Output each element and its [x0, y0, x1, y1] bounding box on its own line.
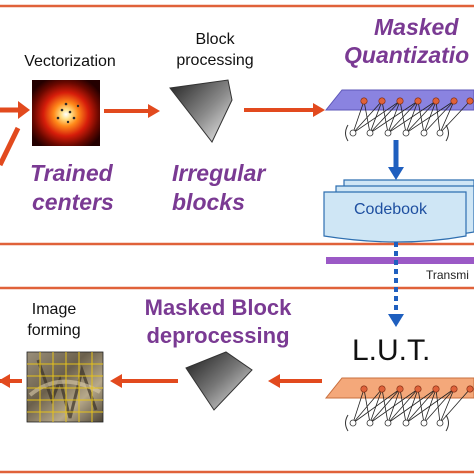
trained-centers-label-line1: Trained [30, 160, 113, 187]
transmit-label: Transmi [426, 267, 469, 283]
lut-label: L.U.T. [352, 334, 430, 368]
vectorization-label: Vectorization [16, 52, 124, 72]
blue-arrowhead-2 [388, 314, 404, 327]
masked-block-label-line2: deprocessing [118, 322, 318, 349]
arrowhead-4 [110, 374, 122, 388]
trained-centers-label-line2: centers [32, 189, 114, 216]
transmit-bar [326, 257, 474, 264]
blue-arrowhead-1 [388, 167, 404, 180]
entry-arrow-diagonal [0, 128, 18, 165]
deprocessing-nodes-lower [350, 420, 443, 426]
deprocessing-bracket-left [346, 415, 349, 431]
quantization-bracket-right [446, 125, 449, 141]
masked-quantization-label-line2: Quantizatio [344, 42, 469, 69]
deprocessed-block-shape [186, 352, 252, 410]
arrowhead-1 [148, 104, 160, 118]
quantization-bracket-left [346, 125, 349, 141]
irregular-blocks-label-line1: Irregular [172, 160, 265, 187]
masked-block-label-line1: Masked Block [118, 294, 318, 321]
arrowhead-5 [0, 374, 10, 388]
arrowhead-3 [268, 374, 280, 388]
reconstructed-image [27, 352, 103, 422]
quantization-nodes-lower [350, 130, 443, 136]
irregular-blocks-label-line2: blocks [172, 189, 245, 216]
masked-quantization-label-line1: Masked [374, 14, 458, 41]
deprocessing-bracket-right [446, 415, 449, 431]
entry-arrow-head [18, 101, 30, 119]
codebook-label: Codebook [354, 200, 427, 220]
block-processing-label-line2: processing [160, 51, 270, 71]
image-forming-label-line1: Image [14, 300, 94, 320]
arrowhead-2 [313, 103, 325, 117]
block-processing-label-line1: Block [160, 30, 270, 50]
image-forming-label-line2: forming [14, 321, 94, 341]
heatmap-image [32, 80, 100, 146]
irregular-block-shape [170, 80, 232, 142]
